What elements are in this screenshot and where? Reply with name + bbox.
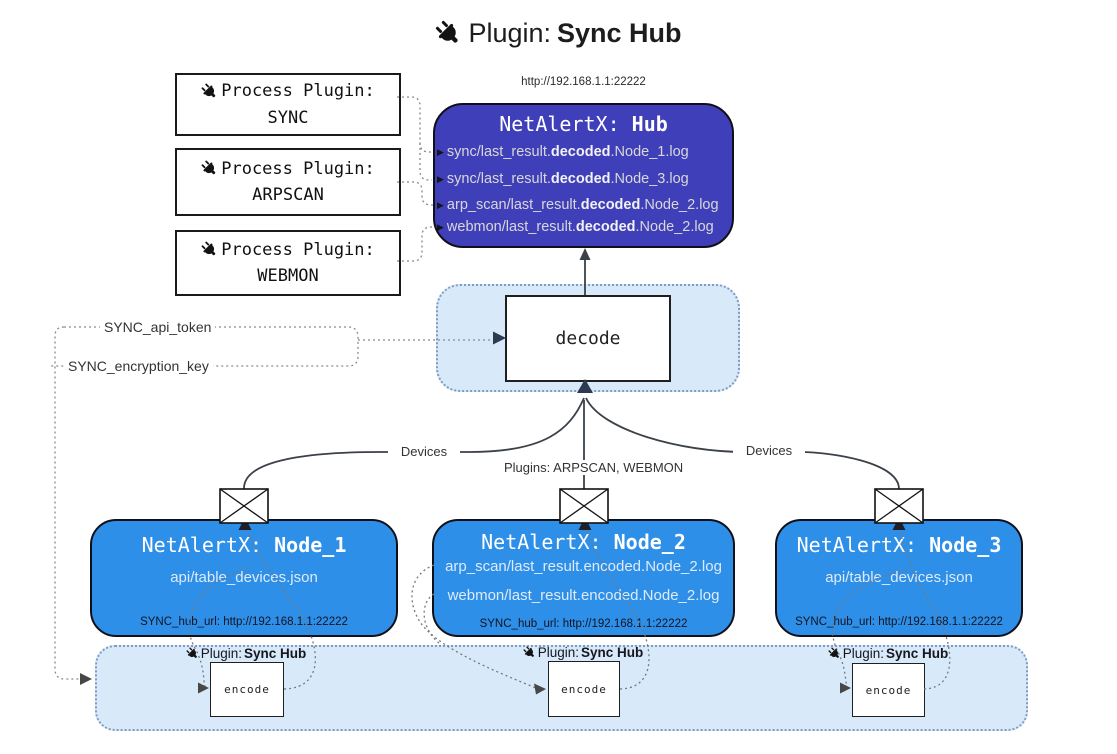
envelope-icons bbox=[219, 488, 924, 524]
log-suffix: .Node_1.log bbox=[610, 144, 689, 160]
sync-api-token-label: SYNC_api_token bbox=[100, 319, 216, 335]
node-2-line: webmon/last_result.encoded.Node_2.log bbox=[447, 587, 720, 604]
plugin-name: Sync Hub bbox=[244, 646, 307, 661]
devices-label-left: Devices bbox=[388, 444, 460, 459]
envelope-icon bbox=[559, 488, 609, 524]
encode-box-1: encode bbox=[210, 662, 284, 717]
triangle-bullet-icon: ▶ bbox=[437, 221, 444, 232]
log-prefix: webmon/last_result. bbox=[446, 219, 576, 235]
process-plugin-name: WEBMON bbox=[257, 266, 319, 286]
sync-encryption-key-label: SYNC_encryption_key bbox=[64, 358, 213, 374]
plugin-prefix: Plugin: bbox=[537, 645, 579, 660]
plugin-name: Sync Hub bbox=[581, 645, 644, 660]
plug-icon bbox=[430, 14, 468, 52]
hub-log-line: ▶ sync/last_result.decoded.Node_3.log bbox=[437, 170, 732, 188]
arpscan-to-hub-link bbox=[397, 181, 433, 206]
log-bold: decoded bbox=[550, 171, 611, 187]
page-title-prefix: Plugin: bbox=[468, 18, 552, 48]
triangle-bullet-icon: ▶ bbox=[437, 146, 444, 157]
encoder-plugin-label-2: Plugin: Sync Hub bbox=[503, 645, 663, 660]
encode-box-3: encode bbox=[852, 663, 925, 717]
process-plugin-name: SYNC bbox=[267, 107, 309, 128]
log-bold: decoded bbox=[550, 144, 611, 160]
plug-icon bbox=[198, 157, 222, 181]
process-plugin-label: Process Plugin: bbox=[221, 81, 375, 102]
arrowhead-into-panel-icon bbox=[80, 673, 92, 685]
node-title-name: Node_1 bbox=[274, 533, 347, 557]
node-3-line: api/table_devices.json bbox=[825, 569, 973, 586]
triangle-bullet-icon: ▶ bbox=[437, 173, 444, 184]
envelope-icon bbox=[219, 488, 269, 524]
decode-box: decode bbox=[505, 295, 671, 382]
encoder-plugin-label-3: Plugin: Sync Hub bbox=[808, 646, 968, 661]
hub-title-prefix: NetAlertX: bbox=[499, 112, 620, 136]
plug-icon bbox=[520, 643, 538, 661]
encode-label: encode bbox=[224, 683, 270, 696]
plug-icon bbox=[198, 79, 222, 103]
encode-box-2: encode bbox=[548, 661, 620, 717]
log-prefix: sync/last_result. bbox=[446, 144, 551, 160]
log-suffix: .Node_3.log bbox=[610, 171, 689, 187]
node-1-title: NetAlertX: Node_1 bbox=[90, 533, 398, 557]
plug-icon bbox=[198, 238, 222, 262]
process-plugin-label: Process Plugin: bbox=[221, 239, 375, 260]
page-title: Plugin: Sync Hub bbox=[0, 18, 1117, 49]
plugin-prefix: Plugin: bbox=[842, 646, 884, 661]
plug-icon bbox=[825, 644, 843, 662]
process-plugin-webmon-box: Process Plugin: WEBMON bbox=[175, 230, 401, 296]
node-1-hub-url: SYNC_hub_url: http://192.168.1.1:22222 bbox=[140, 616, 348, 628]
process-plugin-name: ARPSCAN bbox=[252, 185, 324, 205]
log-bold: decoded bbox=[580, 197, 641, 213]
hub-log-line: ▶ sync/last_result.decoded.Node_1.log bbox=[437, 143, 732, 161]
envelope-icon bbox=[874, 488, 924, 524]
log-suffix: .Node_2.log bbox=[635, 219, 714, 235]
node-title-prefix: NetAlertX: bbox=[141, 533, 263, 557]
key-to-encode-panel-line bbox=[54, 326, 80, 680]
encode-label: encode bbox=[561, 682, 607, 696]
hub-title: NetAlertX: Hub bbox=[433, 112, 734, 136]
node-2-line: arp_scan/last_result.encoded.Node_2.log bbox=[445, 558, 722, 575]
node-title-prefix: NetAlertX: bbox=[796, 533, 918, 557]
process-plugin-arpscan-box: Process Plugin: ARPSCAN bbox=[175, 148, 401, 216]
node-title-prefix: NetAlertX: bbox=[481, 530, 602, 554]
arrowhead-up-icon bbox=[579, 248, 591, 260]
hub-title-name: Hub bbox=[631, 112, 668, 136]
log-prefix: sync/last_result. bbox=[446, 171, 551, 187]
node-1-line: api/table_devices.json bbox=[170, 569, 318, 586]
sync-to-hub-link-1 bbox=[397, 96, 432, 153]
node-2-title: NetAlertX: Node_2 bbox=[432, 530, 735, 554]
hub-log-line: ▶ webmon/last_result.decoded.Node_2.log bbox=[437, 218, 732, 236]
encode-label: encode bbox=[865, 683, 912, 697]
plugins-arpscan-webmon-label: Plugins: ARPSCAN, WEBMON bbox=[500, 460, 688, 475]
log-prefix: arp_scan/last_result. bbox=[446, 197, 581, 213]
hub-log-line: ▶ arp_scan/last_result.decoded.Node_2.lo… bbox=[437, 196, 732, 214]
process-plugin-sync-box: Process Plugin: SYNC bbox=[175, 73, 401, 136]
plug-icon bbox=[183, 644, 201, 662]
webmon-to-hub-link bbox=[397, 226, 433, 262]
node-title-name: Node_3 bbox=[929, 533, 1002, 557]
node-2-hub-url: SYNC_hub_url: http://192.168.1.1:22222 bbox=[479, 618, 688, 630]
encoder-plugin-label-1: Plugin: Sync Hub bbox=[166, 646, 326, 661]
node-3-title: NetAlertX: Node_3 bbox=[775, 533, 1023, 557]
decode-label: decode bbox=[555, 328, 621, 349]
log-suffix: .Node_2.log bbox=[640, 197, 719, 213]
node-3-hub-url: SYNC_hub_url: http://192.168.1.1:22222 bbox=[795, 616, 1003, 628]
devices-label-right: Devices bbox=[733, 443, 805, 458]
triangle-bullet-icon: ▶ bbox=[437, 199, 444, 210]
page-title-name: Sync Hub bbox=[557, 18, 682, 48]
node-title-name: Node_2 bbox=[613, 530, 686, 554]
log-bold: decoded bbox=[575, 219, 636, 235]
plugin-name: Sync Hub bbox=[886, 646, 949, 661]
process-plugin-label: Process Plugin: bbox=[221, 158, 375, 179]
hub-box bbox=[433, 103, 734, 248]
hub-url-label: http://192.168.1.1:22222 bbox=[521, 76, 646, 88]
sync-to-hub-link-2 bbox=[419, 143, 432, 181]
plugin-prefix: Plugin: bbox=[200, 646, 242, 661]
